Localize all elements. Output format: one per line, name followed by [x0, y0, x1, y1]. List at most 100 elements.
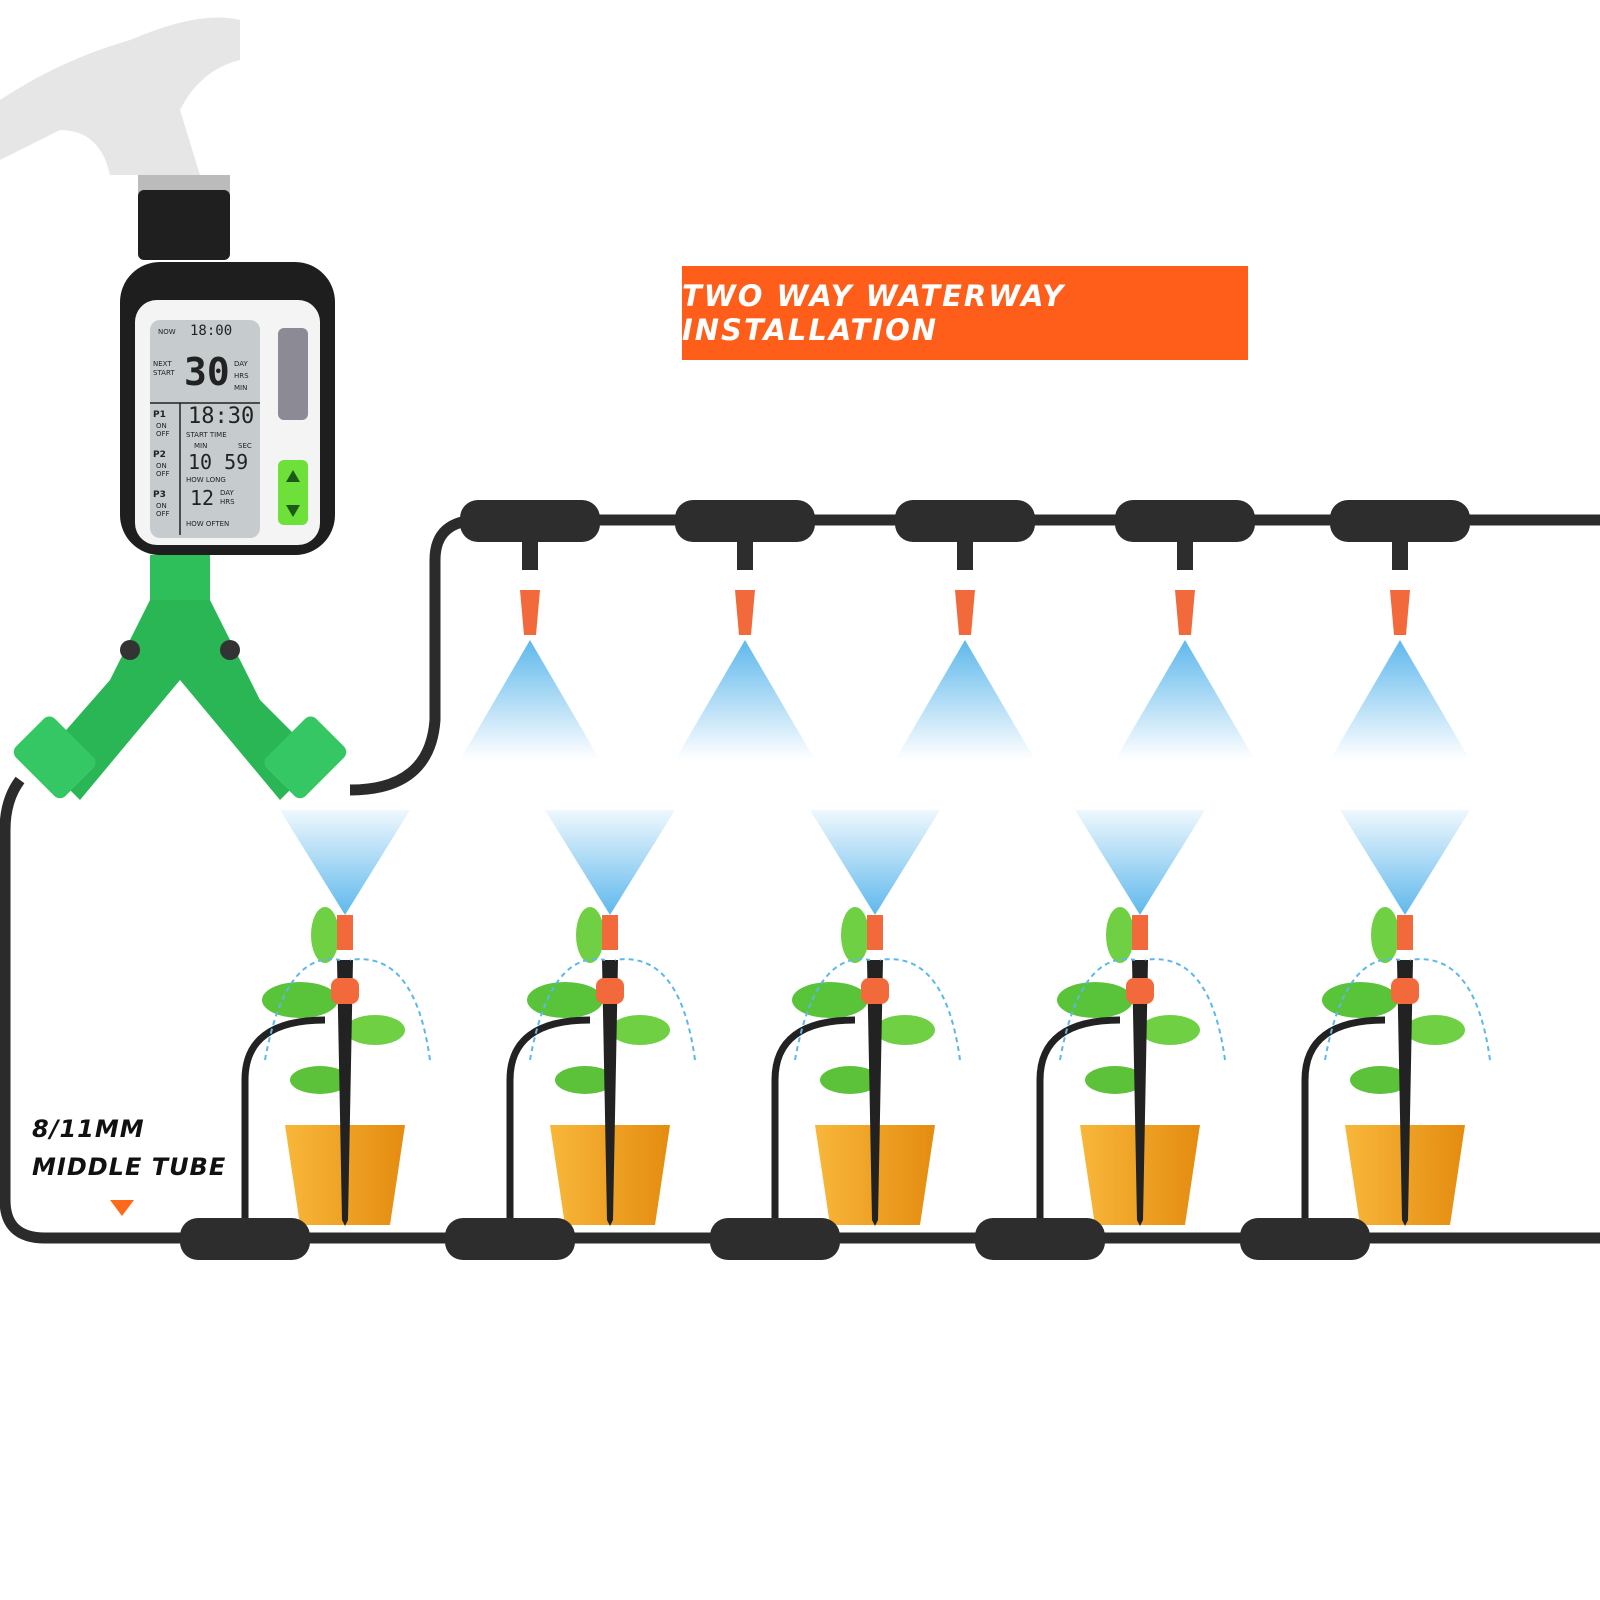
riser — [737, 540, 753, 570]
leaf — [1350, 1066, 1410, 1094]
unit-day: DAY — [234, 360, 248, 368]
tube-name: MIDDLE TUBE — [32, 1153, 227, 1181]
tee-emitter-1 — [460, 500, 600, 760]
leaf — [875, 1015, 935, 1045]
mode-buttons[interactable] — [278, 328, 308, 420]
down-arrow-icon — [110, 1200, 134, 1216]
tube-size: 8/11MM — [32, 1115, 145, 1143]
riser — [1177, 540, 1193, 570]
program-p2-label: P2 — [153, 450, 166, 460]
water-arc — [264, 958, 431, 1061]
nozzle — [602, 915, 618, 950]
leaf — [1405, 1015, 1465, 1045]
mist-nozzle — [1390, 590, 1410, 635]
leaf — [1140, 1015, 1200, 1045]
spray-up — [545, 810, 675, 915]
nozzle — [337, 915, 353, 950]
tee-connector — [1240, 1218, 1370, 1260]
feed-tube — [506, 1016, 591, 1238]
nozzle — [1397, 915, 1413, 950]
now-label: NOW — [158, 328, 176, 336]
faucet-shadow — [0, 17, 240, 175]
next-start-label: NEXT START — [153, 360, 175, 377]
water-arc — [1324, 958, 1491, 1061]
up-down-arrows-icon — [286, 470, 300, 517]
program-p1-state: ON OFF — [156, 422, 170, 438]
leaf — [820, 1066, 880, 1094]
leaf — [555, 1066, 615, 1094]
tee-connector — [710, 1218, 840, 1260]
dripper — [1126, 978, 1154, 1004]
installation-banner: TWO WAY WATERWAY INSTALLATION — [682, 266, 1248, 360]
tee-connector — [445, 1218, 575, 1260]
program-p1-label: P1 — [153, 410, 166, 420]
water-arc — [1059, 958, 1226, 1061]
valve-lever-right[interactable] — [220, 640, 240, 660]
valve-lever-left[interactable] — [120, 640, 140, 660]
leaf — [1106, 907, 1134, 963]
plant-dripper-5 — [1240, 810, 1491, 1260]
leaf — [290, 1066, 350, 1094]
tee-emitter-2 — [675, 500, 815, 760]
duration-sec-label: SEC — [238, 442, 252, 450]
tee-emitter-3 — [895, 500, 1035, 760]
now-time: 18:00 — [190, 323, 233, 339]
riser — [957, 540, 973, 570]
program-p1: P1 — [153, 410, 166, 420]
water-arc — [794, 958, 961, 1061]
countdown-value: 30 — [184, 350, 230, 394]
leaf — [792, 982, 868, 1018]
program-p3-state: ON OFF — [156, 502, 170, 518]
program-p3-label: P3 — [153, 490, 166, 500]
leaf — [345, 1015, 405, 1045]
program-p3: P3 — [153, 490, 166, 500]
spray-up — [810, 810, 940, 915]
y-connector[interactable] — [10, 555, 349, 802]
nozzle — [1132, 915, 1148, 950]
plant-dripper-4 — [975, 810, 1226, 1260]
mist-spray — [460, 640, 600, 760]
tee-connector — [180, 1218, 310, 1260]
plant-dripper-2 — [445, 810, 696, 1260]
feed-tube — [1301, 1016, 1386, 1238]
leaf — [262, 982, 338, 1018]
dripper — [596, 978, 624, 1004]
spray-up — [1340, 810, 1470, 915]
bottom-plant-row — [180, 810, 1491, 1260]
feed-tube — [241, 1016, 326, 1238]
how-long-label: HOW LONG — [186, 476, 226, 484]
leaf — [610, 1015, 670, 1045]
tee-connector — [460, 500, 600, 542]
how-often-label: HOW OFTEN — [186, 520, 230, 528]
tube-top — [349, 514, 1600, 796]
plant-dripper-3 — [710, 810, 961, 1260]
frequency-value: 12 — [190, 486, 215, 510]
leaf — [576, 907, 604, 963]
mist-nozzle — [1175, 590, 1195, 635]
mist-spray — [675, 640, 815, 760]
mist-spray — [1330, 640, 1470, 760]
tube-label: 8/11MM MIDDLE TUBE — [32, 1110, 226, 1186]
spray-up — [280, 810, 410, 915]
water-arc — [529, 958, 696, 1061]
frequency-units: DAY HRS — [220, 489, 235, 506]
stake — [1397, 960, 1413, 1226]
dripper — [331, 978, 359, 1004]
riser — [522, 540, 538, 570]
leaf — [527, 982, 603, 1018]
tee-connector — [675, 500, 815, 542]
dripper — [1391, 978, 1419, 1004]
leaf — [841, 907, 869, 963]
mist-spray — [895, 640, 1035, 760]
tee-connector — [1330, 500, 1470, 542]
up-down-buttons[interactable] — [278, 460, 308, 525]
stake — [602, 960, 618, 1226]
tube-bottom — [0, 776, 1600, 1244]
leaf — [311, 907, 339, 963]
mist-nozzle — [955, 590, 975, 635]
plant-dripper-1 — [180, 810, 431, 1260]
leaf — [1371, 907, 1399, 963]
water-timer — [120, 175, 335, 555]
